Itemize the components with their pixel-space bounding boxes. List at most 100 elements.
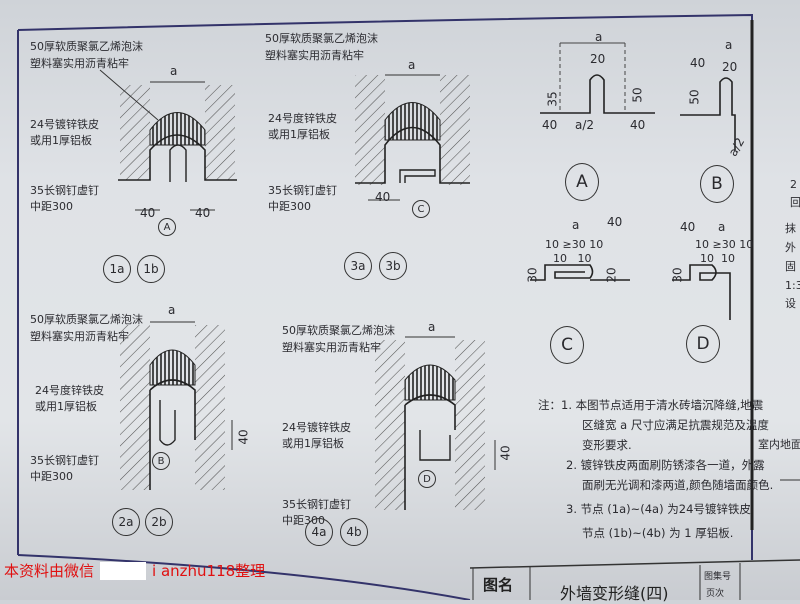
drawing-title: 外墙变形缝(四) [560,584,669,603]
nail-label: 35长钢钉虚钉 [30,454,99,467]
foam-label: 50厚软质聚氯乙烯泡沫 [30,313,143,326]
dim: 20 [590,52,606,66]
nail-label: 35长钢钉虚钉 [268,184,337,197]
dim: 40 [630,118,646,132]
side-text: 回 [790,196,800,209]
dim-right: 40 [195,206,211,220]
foam-label: 50厚软质聚氯乙烯泡沫 [265,32,378,45]
dim: 40 [607,215,623,229]
dim: 10 [545,238,559,251]
sheet-label: 24号度锌铁皮 [268,112,337,125]
dim: 40 [680,220,696,234]
node-id: 3a [344,252,372,280]
note-3-cont: 节点 (1b)~(4b) 为 1 厚铝板. [582,526,734,540]
nail-label: 35长钢钉虚钉 [30,184,99,197]
sheet-label-2: 或用1厚铝板 [268,128,330,141]
side-text: 1:3 [785,279,800,292]
nail-label-2: 中距300 [30,470,73,483]
notes-line: 注：1. 本图节点适用于清水砖墙沉降缝,地震 [538,395,763,415]
dim: 10 [721,252,735,265]
dim-a: a [170,64,178,78]
dim: 10 [739,238,754,251]
dim-vertical: 40 [236,429,251,445]
dim: 10 ≥30 10 [545,238,603,251]
ground-label: 室内地面 [758,438,800,451]
side-text: 外 [785,241,796,254]
note-1-cont: 变形要求. [582,438,632,452]
foam-label-2: 塑料塞实用沥青粘牢 [282,341,381,354]
node-id: 2a [112,508,140,536]
foam-label: 50厚软质聚氯乙烯泡沫 [30,40,143,53]
dim: 40 [542,118,558,132]
node-id: 4b [340,518,368,546]
dim: 50 [687,89,702,105]
profile-label: A [565,163,599,201]
dim-left: 40 [140,206,156,220]
note-3: 3. 节点 (1a)~(4a) 为24号镀锌铁皮 [566,502,751,516]
dim: 35 [545,91,560,107]
atlas-label: 图集号 [704,572,732,582]
dim: a [718,220,726,234]
dim: ≥30 [712,238,736,251]
dim: 10 10 [700,252,735,265]
node-id: 1a [103,255,131,283]
sheet-label-2: 或用1厚铝板 [30,134,92,147]
dim: 20 [722,60,738,74]
watermark: 本资料由微信 i anzhu118整理 [4,560,265,581]
dim: ≥30 [562,238,586,251]
sheet-label: 24号镀锌铁皮 [30,118,99,131]
node-id: 4a [305,518,333,546]
name-label: 图名 [483,576,514,594]
dim: 10 10 [553,252,592,265]
side-text: 抹 [785,222,796,235]
dim: 10 [695,238,709,251]
foam-label-2: 塑料塞实用沥青粘牢 [30,57,129,70]
sheet-label: 24号度锌铁皮 [35,384,104,397]
profile-label: B [700,165,734,203]
dim: 50 [630,87,645,103]
node-id: 2b [145,508,173,536]
watermark-suffix: i anzhu118整理 [152,562,266,580]
note-2: 2. 镀锌铁皮两面刷防锈漆各一道，外露 [566,458,765,472]
dim: 20 [604,267,619,283]
dim: 30 [670,267,685,283]
dim: a [572,218,580,232]
dim: 40 [690,56,706,70]
foam-label: 50厚软质聚氯乙烯泡沫 [282,324,395,337]
nail-label: 35长钢钉虚钉 [282,498,351,511]
dim: 10 ≥30 10 [695,238,753,251]
redaction-box [100,561,147,580]
note-2-cont: 面刷无光调和漆两道,颜色随墙面颜色. [582,478,774,492]
node-id: 3b [379,252,407,280]
nail-label-2: 中距300 [30,200,73,213]
watermark-prefix: 本资料由微信 [4,562,95,580]
dim: 10 [700,252,714,265]
profile-marker: B [152,452,170,470]
profile-label: D [686,325,720,363]
sheet-label-2: 或用1厚铝板 [282,437,344,450]
foam-label-2: 塑料塞实用沥青粘牢 [265,49,364,62]
profile-label: C [550,326,584,364]
node-id: 1b [137,255,165,283]
dim-a: a [168,303,176,317]
notes-head: 注： [538,398,561,412]
side-text: 2 [790,178,797,191]
profile-marker: D [418,470,436,488]
dim: 10 [553,252,567,265]
nail-label-2: 中距300 [268,200,311,213]
sheet-label: 24号镀锌铁皮 [282,421,351,434]
dim-vertical: 40 [498,445,513,461]
profile-marker: A [158,218,176,236]
dim-a: a [408,58,416,72]
dim-a: a [428,320,436,334]
notes: 注：1. 本图节点适用于清水砖墙沉降缝,地震 区缝宽 a 尺寸应满足抗震规范及温… [538,395,774,543]
dim: 10 [577,252,592,265]
dim: 10 [589,238,604,251]
note-1-cont: 区缝宽 a 尺寸应满足抗震规范及温度 [582,418,769,432]
page-label: 页次 [706,589,725,599]
dim: a/2 [575,118,595,132]
side-text: 设 [785,297,796,310]
profile-marker: C [412,200,430,218]
dim: 30 [525,267,540,283]
